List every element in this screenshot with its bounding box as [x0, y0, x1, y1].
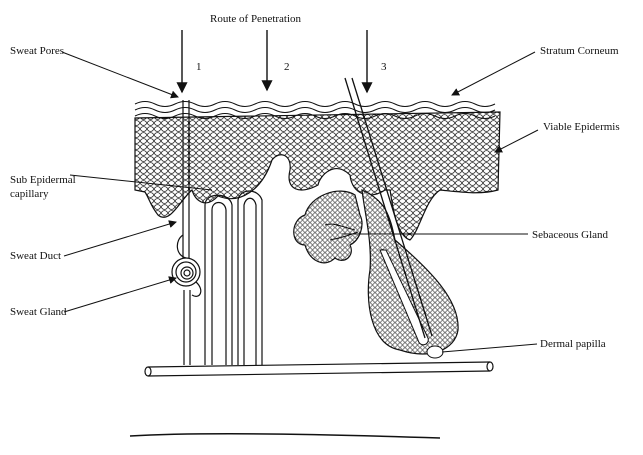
label-stratum-corneum: Stratum Corneum [540, 45, 619, 57]
label-sweat-duct: Sweat Duct [10, 250, 61, 262]
label-capillary: capillary [10, 188, 49, 200]
sebaceous-duct [324, 223, 359, 241]
route-1-label: 1 [196, 61, 202, 73]
route-2-label: 2 [284, 61, 290, 73]
sebaceous-gland [293, 190, 363, 264]
diagram-title: Route of Penetration [210, 13, 302, 25]
dermal-vessel [144, 361, 494, 377]
sub-epidermal-capillary [204, 190, 263, 365]
dermal-papilla [426, 345, 444, 359]
sweat-duct [176, 100, 191, 365]
sweat-gland-coil [171, 257, 202, 297]
hair-shaft [344, 77, 433, 339]
label-sub-epidermal: Sub Epidermal [10, 174, 76, 186]
route-arrows [176, 30, 373, 94]
label-sweat-pores: Sweat Pores [10, 45, 64, 57]
leader-lines [61, 51, 539, 353]
label-sweat-gland: Sweat Gland [10, 306, 67, 318]
route-3-label: 3 [381, 61, 387, 73]
label-dermal-papilla: Dermal papilla [540, 338, 606, 350]
stratum-corneum [134, 101, 496, 119]
hair-root [379, 249, 429, 346]
label-sebaceous-gland: Sebaceous Gland [532, 229, 609, 241]
viable-epidermis-layer [134, 111, 501, 241]
subcutaneous-boundary [129, 433, 441, 439]
label-viable-epidermis: Viable Epidermis [543, 121, 620, 133]
